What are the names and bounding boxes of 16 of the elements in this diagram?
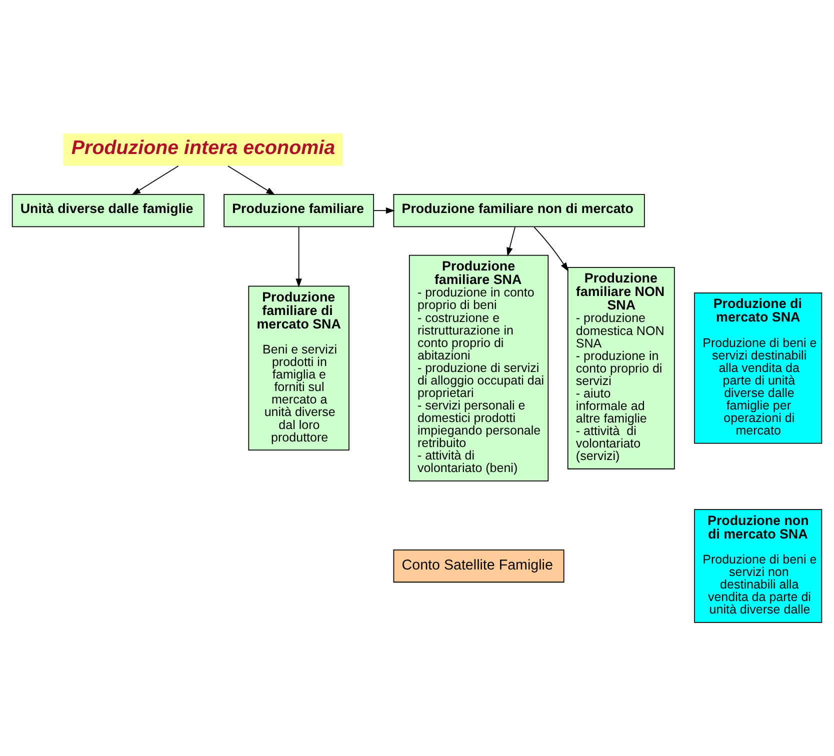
arrow — [132, 166, 179, 196]
arrow — [506, 226, 516, 257]
node-box: Produzione di mercato SNA Produzione di beni e servizi destinabili alla vendita da parte di unità diverse dalle famiglie per operazioni di mercato — [694, 292, 822, 444]
node-box: Unità diverse dalle famiglie — [12, 194, 204, 228]
arrow — [228, 166, 276, 196]
node-box: Produzione non di mercato SNA Produzione di beni e servizi non destinabili alla vendita da parte di unità diverse dalle — [694, 509, 822, 623]
node-box: Produzione familiare SNA - produzione in conto proprio di beni - costruzione e ristrutturazione in conto proprio di abitazioni - produzione di servizi di alloggio occupati dai proprietari - servizi personali e domestici prodotti impiegando personale retribuito - attività di volontariato (beni) — [408, 254, 549, 482]
node-box: Produzione familiare — [224, 194, 374, 228]
arrow — [296, 226, 302, 288]
node-box: Produzione familiare di mercato SNA Beni e servizi prodotti in famiglia e forniti sul mercato a unità diverse dal loro produttore — [248, 286, 350, 451]
node-box: Produzione familiare NON SNA - produzione domestica NON SNA - produzione in conto proprio di servizi - aiuto informale ad altre famiglie - attività di volontariato (servizi) — [567, 266, 675, 470]
arrow — [373, 207, 395, 214]
arrow — [534, 226, 568, 272]
node-box: Conto Satellite Famiglie — [393, 549, 564, 583]
node-box: Produzione familiare non di mercato — [393, 194, 645, 228]
node-box: Produzione intera economia — [63, 134, 343, 166]
